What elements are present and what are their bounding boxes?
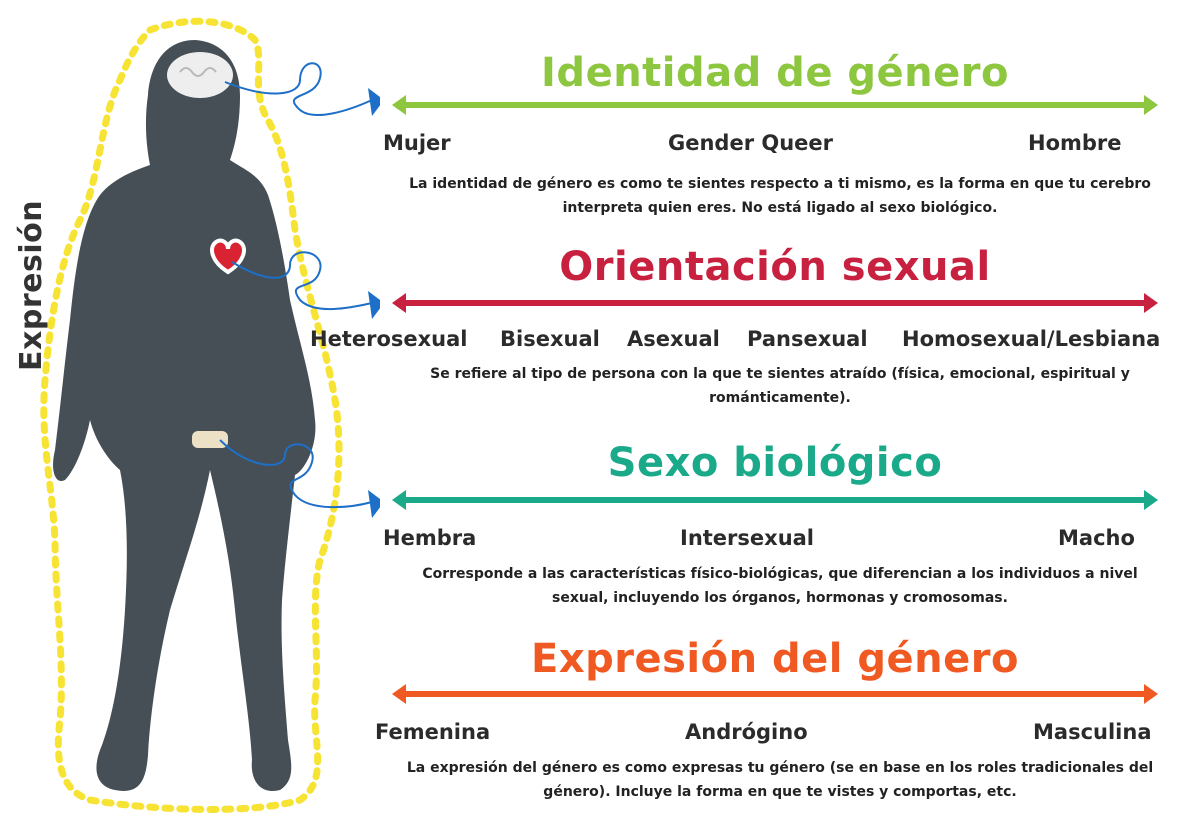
arrowhead-biological: [368, 490, 380, 518]
spectrum-label: Masculina: [1033, 720, 1152, 744]
spectrum-label: Femenina: [375, 720, 491, 744]
arrowhead-identity: [368, 88, 380, 116]
spectrum-label: Mujer: [383, 131, 451, 155]
spectrum-label: Macho: [1058, 526, 1135, 550]
section-title: Sexo biológico: [607, 440, 943, 486]
section-description: La expresión del género es como expresas…: [406, 760, 1154, 800]
spectrum-label: Andrógino: [685, 720, 808, 744]
connector-biological: [219, 439, 373, 509]
spectrum-label: Asexual: [627, 327, 720, 351]
section-title: Identidad de género: [541, 50, 1009, 96]
expression-side-label: Expresión: [14, 199, 49, 371]
spectrum-arrow: [392, 95, 1158, 115]
section-title: Expresión del género: [531, 636, 1019, 682]
section-description: La identidad de género es como te siente…: [409, 176, 1151, 216]
connector-orientation: [231, 251, 373, 311]
pelvis-patch-icon: [192, 431, 228, 448]
spectrum-arrow: [392, 490, 1158, 510]
spectrum-arrow: [392, 684, 1158, 704]
body-silhouette: [53, 40, 316, 791]
human-figure-illustration: [40, 17, 380, 813]
spectrum-label: Pansexual: [747, 327, 868, 351]
arrowhead-orientation: [368, 291, 380, 319]
section-description: Se refiere al tipo de persona con la que…: [430, 366, 1130, 406]
section-title: Orientación sexual: [559, 244, 991, 290]
expression-outline: [40, 17, 343, 813]
spectrum-label: Homosexual/Lesbiana: [902, 327, 1161, 351]
section-description: Corresponde a las características físico…: [422, 566, 1138, 606]
spectrum-label: Gender Queer: [668, 131, 834, 155]
connector-identity: [224, 62, 373, 116]
spectrum-arrow: [392, 293, 1158, 313]
spectrum-label: Bisexual: [500, 327, 600, 351]
spectrum-label: Intersexual: [680, 526, 815, 550]
spectrum-label: Heterosexual: [310, 327, 468, 351]
spectrum-label: Hombre: [1028, 131, 1122, 155]
spectrum-label: Hembra: [383, 526, 477, 550]
